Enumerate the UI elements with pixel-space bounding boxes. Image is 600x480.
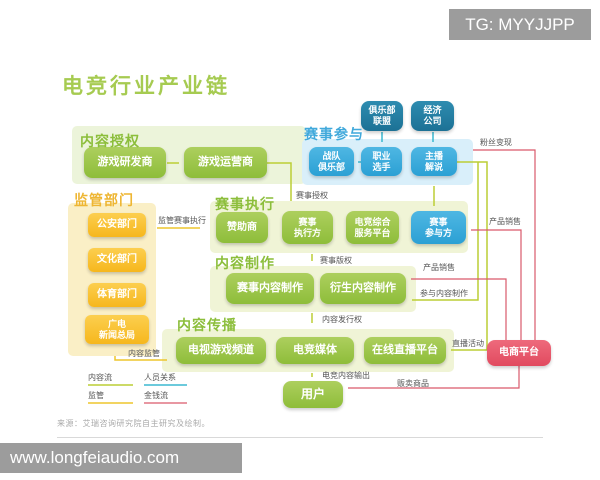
label-content-supervision: 内容监管 bbox=[128, 349, 160, 358]
node-culture-dept: 文化部门 bbox=[88, 248, 146, 272]
node-club-alliance: 俱乐部 联盟 bbox=[361, 101, 403, 131]
source-note: 来源：艾瑞咨询研究院自主研究及绘制。 bbox=[57, 419, 210, 428]
legend-label-supervision: 监管 bbox=[88, 391, 104, 400]
label-fan-monetization: 粉丝变现 bbox=[480, 138, 512, 147]
watermark-bottom-url: www.longfeiaudio.com bbox=[0, 443, 242, 473]
label-product-sales-top: 产品销售 bbox=[489, 217, 521, 226]
node-online-live-platform: 在线直播平台 bbox=[364, 337, 446, 364]
node-sponsor: 赞助商 bbox=[216, 212, 268, 243]
header-execution: 赛事执行 bbox=[215, 196, 275, 212]
label-join-production: 参与内容制作 bbox=[420, 289, 468, 298]
arrow-fan-monetization bbox=[473, 149, 536, 340]
node-ecommerce-platform: 电商平台 bbox=[487, 340, 551, 366]
node-event-content-production: 赛事内容制作 bbox=[226, 273, 314, 304]
node-sports-dept: 体育部门 bbox=[88, 283, 146, 307]
header-distribution: 内容传播 bbox=[177, 317, 237, 333]
arrow-streamer-to-live-platform bbox=[451, 161, 488, 351]
label-content-output: 电竞内容输出 bbox=[322, 371, 370, 380]
node-esports-service-platform: 电竞综合 服务平台 bbox=[346, 211, 399, 244]
label-live-activity: 直播活动 bbox=[452, 339, 484, 348]
arrow-product-sales-to-participant bbox=[471, 229, 522, 340]
node-police-dept: 公安部门 bbox=[88, 213, 146, 237]
legend-label-content-flow: 内容流 bbox=[88, 373, 112, 382]
label-product-sales-mid: 产品销售 bbox=[423, 263, 455, 272]
legend-label-people-relation: 人员关系 bbox=[144, 373, 176, 382]
node-streamer-commentator: 主播 解说 bbox=[411, 147, 457, 176]
label-sell-goods: 贩卖商品 bbox=[397, 379, 429, 388]
node-esports-media: 电竞媒体 bbox=[276, 337, 354, 364]
header-regulators: 监管部门 bbox=[74, 192, 134, 208]
node-agency-company: 经济 公司 bbox=[411, 101, 454, 131]
node-game-operator: 游戏运营商 bbox=[184, 147, 267, 178]
label-event-auth: 赛事授权 bbox=[296, 191, 328, 200]
label-supervise-execution: 监管赛事执行 bbox=[158, 216, 206, 225]
node-game-developer: 游戏研发商 bbox=[84, 147, 166, 178]
node-pro-player: 职业 选手 bbox=[361, 147, 402, 176]
header-production: 内容制作 bbox=[215, 255, 275, 271]
node-radio-tv-admin: 广电 新闻总局 bbox=[85, 315, 149, 344]
legend-label-money-flow: 金钱流 bbox=[144, 391, 168, 400]
logo-green-triangle bbox=[525, 400, 568, 442]
node-user: 用户 bbox=[283, 381, 343, 408]
header-participation: 赛事参与 bbox=[304, 126, 364, 142]
label-distribution-rights: 内容发行权 bbox=[322, 315, 362, 324]
watermark-top-right: TG: MYYJJPP bbox=[449, 9, 591, 40]
separator-line bbox=[57, 437, 543, 438]
node-team-club: 战队 俱乐部 bbox=[309, 147, 354, 176]
label-event-copyright: 赛事版权 bbox=[320, 256, 352, 265]
header-content-auth: 内容授权 bbox=[80, 133, 140, 149]
node-event-executor: 赛事 执行方 bbox=[282, 211, 333, 244]
logo-blue-triangle bbox=[537, 382, 568, 424]
node-event-participant: 赛事 参与方 bbox=[411, 211, 466, 244]
node-tv-game-channel: 电视游戏频道 bbox=[176, 337, 266, 364]
page-title: 电竞行业产业链 bbox=[62, 75, 230, 98]
node-derivative-content-production: 衍生内容制作 bbox=[320, 273, 406, 304]
